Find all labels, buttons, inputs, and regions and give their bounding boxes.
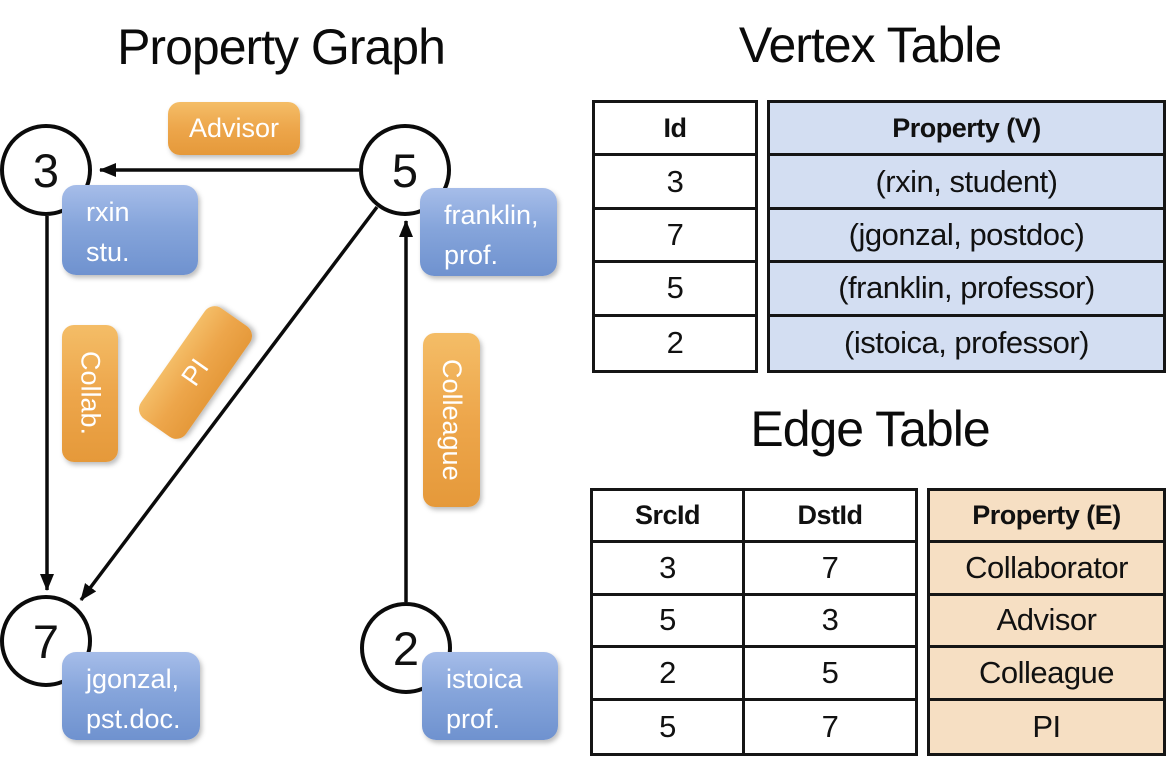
vertex-node-2: 2 [360, 602, 452, 694]
table-cell: 7 [595, 210, 755, 264]
property-line: jgonzal, [86, 664, 180, 694]
edge-label-collab: Collab. [62, 325, 118, 462]
property-line: prof. [444, 240, 499, 270]
property-line: rxin [86, 197, 130, 227]
vertex-id-label: 7 [32, 614, 60, 668]
vertex-table-id-column: Id 3 7 5 2 [592, 100, 758, 373]
table-cell: 5 [595, 263, 755, 317]
vertex-id-label: 2 [392, 621, 420, 675]
property-line: stu. [86, 237, 130, 267]
table-cell: 5 [745, 648, 915, 701]
table-cell: Collaborator [930, 543, 1163, 596]
table-cell: 7 [821, 708, 839, 744]
edge-table-header-srcid: SrcId [593, 491, 745, 544]
edge-table-property-column: Property (E) Collaborator Advisor Collea… [927, 488, 1166, 756]
table-cell: (jgonzal, postdoc) [770, 209, 1163, 264]
vertex-node-5: 5 [359, 124, 451, 216]
table-cell: (franklin, professor) [770, 263, 1163, 317]
property-line: pst.doc. [86, 704, 181, 734]
vertex-property-box-istoica: istoica prof. [422, 652, 558, 740]
edge-label-text: PI [175, 353, 215, 392]
property-graph-panel: Property Graph 3 5 7 2 rxin stu. frankli… [0, 19, 558, 740]
property-line: istoica [446, 664, 523, 694]
table-cell: 5 [593, 700, 745, 753]
table-cell: 7 [745, 543, 915, 596]
vertex-property-box-franklin: franklin, prof. [420, 188, 557, 276]
property-line: franklin, [444, 200, 539, 230]
table-cell: 2 [666, 325, 684, 361]
edge-table-header-property: Property (E) [930, 491, 1163, 544]
table-cell: Advisor [930, 595, 1163, 649]
table-cell: (istoica, professor) [770, 316, 1163, 370]
table-cell: 5 [593, 595, 745, 649]
vertex-id-label: 3 [32, 143, 60, 197]
graph-edges [40, 163, 413, 602]
table-cell: 3 [595, 156, 755, 210]
edge-label-text: Advisor [188, 113, 280, 143]
table-cell: (rxin, student) [770, 156, 1163, 210]
edge-label-text: Colleague [437, 359, 467, 481]
property-line: prof. [446, 704, 501, 734]
edge-label-advisor: Advisor [168, 102, 300, 155]
vertex-property-box-rxin: rxin stu. [62, 185, 198, 275]
table-cell: 3 [745, 596, 915, 649]
vertex-table-title: Vertex Table [738, 17, 1002, 73]
vertex-table-header-property: Property (V) [770, 103, 1163, 157]
vertex-id-label: 5 [391, 143, 419, 197]
vertex-property-box-jgonzal: jgonzal, pst.doc. [62, 652, 200, 740]
vertex-table-header-id: Id [595, 103, 755, 157]
edge-label-text: Collab. [75, 351, 106, 436]
property-graph-title: Property Graph [117, 19, 446, 75]
table-cell: 2 [593, 648, 745, 701]
table-cell: Colleague [930, 648, 1163, 701]
edge-table-id-columns: SrcId DstId 3 7 5 3 2 5 5 7 [590, 488, 918, 756]
edge-table-header-dstid: DstId [745, 491, 915, 544]
edge-label-colleague: Colleague [423, 333, 480, 507]
edge-table-title: Edge Table [750, 401, 990, 457]
vertex-table-property-column: Property (V) (rxin, student) (jgonzal, p… [767, 100, 1166, 373]
table-cell: PI [930, 700, 1163, 753]
edge-5-to-7-pi [79, 205, 379, 602]
table-cell: 3 [593, 543, 745, 596]
